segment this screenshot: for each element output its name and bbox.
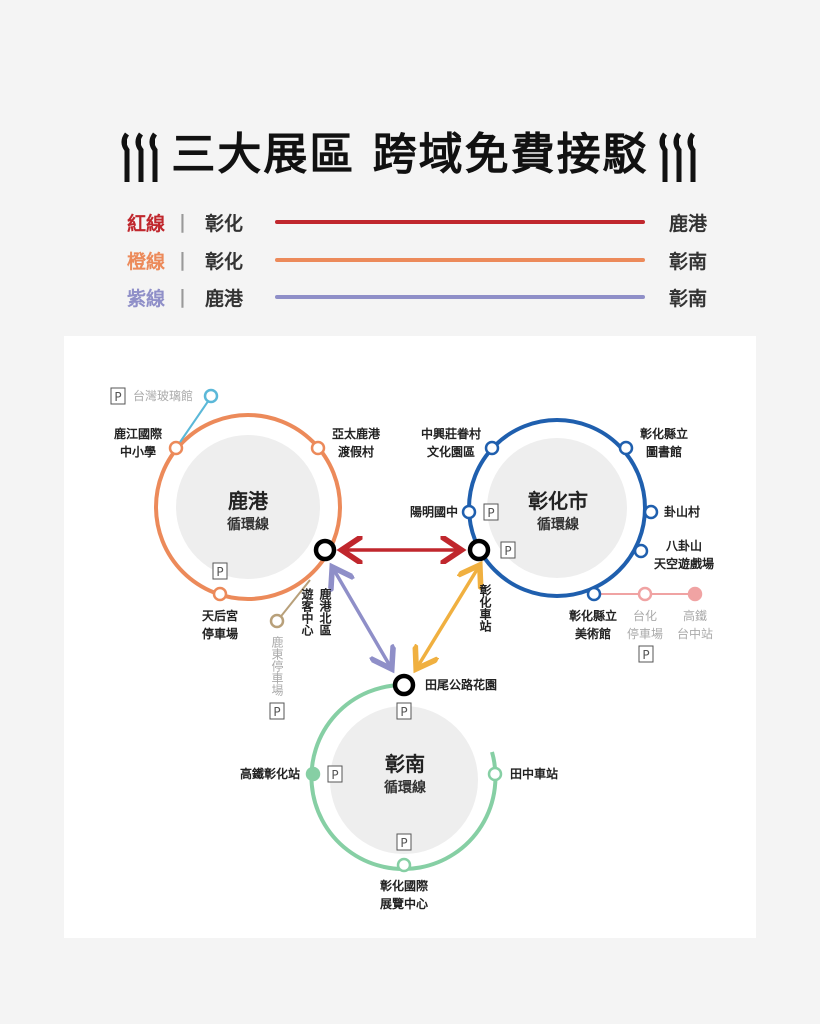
ludong-branch bbox=[277, 579, 311, 621]
parking-icon bbox=[638, 645, 654, 663]
station-tianhou[interactable] bbox=[212, 586, 228, 602]
station-guashan[interactable] bbox=[643, 504, 659, 520]
separator: | bbox=[179, 211, 186, 233]
label: 文化園區 bbox=[427, 444, 475, 459]
label: 鹿東停車場 bbox=[270, 635, 284, 697]
parking-icon bbox=[396, 833, 412, 851]
lukang-center bbox=[176, 435, 320, 579]
line-bar bbox=[275, 258, 645, 262]
label: 停車場 bbox=[627, 626, 663, 641]
station-hsr-taichung[interactable] bbox=[687, 586, 703, 602]
purple-line-arrow bbox=[334, 570, 390, 666]
label: 彰化縣立 bbox=[569, 608, 617, 623]
parking-icon bbox=[483, 503, 499, 521]
loop-sub: 循環線 bbox=[384, 779, 426, 796]
station-zhongxing[interactable] bbox=[484, 440, 500, 456]
label: 陽明國中 bbox=[410, 504, 458, 519]
label: 高鐵 bbox=[683, 608, 707, 623]
label: 中小學 bbox=[120, 444, 156, 459]
legend-orange: 橙線 | 彰化 彰南 bbox=[127, 245, 707, 275]
label: 八卦山 bbox=[665, 538, 702, 553]
station-taihua[interactable] bbox=[637, 586, 653, 602]
orange-line-arrow bbox=[418, 568, 478, 666]
station-glass[interactable] bbox=[203, 388, 219, 404]
station-tianwei[interactable] bbox=[392, 673, 416, 697]
label-glass: 台灣玻璃館 bbox=[133, 388, 193, 403]
station-changhua-hub[interactable] bbox=[467, 538, 491, 562]
loop-sub: 循環線 bbox=[537, 516, 579, 533]
line-from: 彰化 bbox=[205, 212, 244, 235]
changnan-loop bbox=[309, 682, 498, 871]
label: 田中車站 bbox=[510, 766, 558, 781]
line-bar bbox=[275, 220, 645, 224]
label: 圖書館 bbox=[646, 444, 682, 459]
legend-red: 紅線 | 彰化 鹿港 bbox=[127, 207, 707, 237]
station-bagua[interactable] bbox=[633, 543, 649, 559]
label: 彰化國際 bbox=[380, 878, 429, 893]
station-museum[interactable] bbox=[586, 586, 602, 602]
label: 彰化縣立 bbox=[640, 426, 688, 441]
line-bar bbox=[275, 295, 645, 299]
station-lukang-school[interactable] bbox=[168, 440, 184, 456]
station-asia-resort[interactable] bbox=[310, 440, 326, 456]
label: 彰化車站 bbox=[478, 583, 492, 633]
legend-purple: 紫線 | 鹿港 彰南 bbox=[127, 282, 707, 312]
label: 天后宮 bbox=[202, 608, 238, 623]
parking-icon bbox=[500, 541, 516, 559]
label: 美術館 bbox=[575, 626, 611, 641]
line-name: 紫線 bbox=[127, 287, 166, 310]
line-to: 鹿港 bbox=[668, 212, 707, 235]
line-from: 鹿港 bbox=[205, 287, 244, 310]
line-from: 彰化 bbox=[205, 250, 244, 273]
line-to: 彰南 bbox=[668, 250, 707, 273]
separator: | bbox=[179, 286, 186, 308]
changhua-center bbox=[487, 438, 627, 578]
label: 渡假村 bbox=[338, 444, 374, 459]
station-ludong[interactable] bbox=[269, 613, 285, 629]
line-to: 彰南 bbox=[668, 287, 707, 310]
station-expo[interactable] bbox=[396, 857, 412, 873]
page-title: 三大展區 跨域免費接駁 bbox=[0, 118, 820, 182]
changnan-center bbox=[330, 706, 478, 854]
lukang-loop bbox=[154, 413, 342, 601]
parking-icon bbox=[212, 562, 228, 580]
label: 亞太鹿港 bbox=[332, 426, 381, 441]
stripes-icon bbox=[659, 132, 696, 182]
station-tianzhong[interactable] bbox=[487, 766, 503, 782]
glass-branch bbox=[175, 396, 212, 449]
line-name: 紅線 bbox=[127, 212, 166, 235]
station-library[interactable] bbox=[618, 440, 634, 456]
parking-icon bbox=[396, 702, 412, 720]
station-hsr-changhua[interactable] bbox=[305, 766, 321, 782]
label: 鹿江國際 bbox=[114, 426, 163, 441]
station-lukang-hub[interactable] bbox=[313, 538, 337, 562]
label: 台中站 bbox=[677, 626, 713, 641]
parking-icon bbox=[110, 387, 126, 405]
separator: | bbox=[179, 249, 186, 271]
loop-name: 彰南 bbox=[385, 752, 425, 776]
label: 展覽中心 bbox=[380, 896, 428, 911]
label: 田尾公路花園 bbox=[425, 677, 497, 692]
label: 中興莊眷村 bbox=[421, 426, 481, 441]
parking-icon bbox=[327, 765, 343, 783]
label: 鹿港北區 bbox=[318, 587, 332, 636]
route-diagram: P 鹿 bbox=[110, 387, 714, 911]
label: 高鐵彰化站 bbox=[240, 766, 300, 781]
loop-name: 彰化市 bbox=[528, 489, 588, 513]
label: 台化 bbox=[633, 608, 657, 623]
route-map: P 鹿 bbox=[64, 336, 756, 938]
label: 天空遊戲場 bbox=[654, 556, 714, 571]
label: 遊客中心 bbox=[300, 587, 314, 637]
loop-sub: 循環線 bbox=[227, 516, 269, 533]
loop-name: 鹿港 bbox=[228, 489, 269, 513]
label: 卦山村 bbox=[664, 504, 700, 519]
line-name: 橙線 bbox=[127, 250, 166, 273]
label: 停車場 bbox=[202, 626, 238, 641]
station-yangming[interactable] bbox=[461, 504, 477, 520]
stripes-icon bbox=[121, 132, 158, 182]
title-text: 三大展區 跨域免費接駁 bbox=[171, 129, 649, 180]
parking-icon bbox=[269, 702, 285, 720]
